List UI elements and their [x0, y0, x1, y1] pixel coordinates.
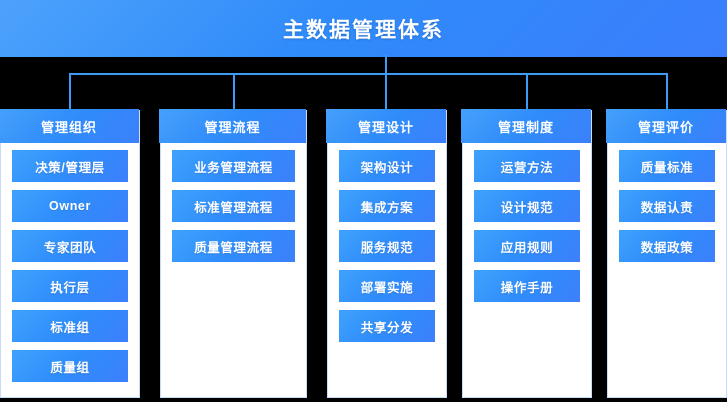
list-item[interactable]: 部署实施: [339, 270, 435, 302]
column-item-list: 决策/管理层 Owner 专家团队 执行层 标准组 质量组: [1, 144, 139, 397]
column-item-list: 业务管理流程 标准管理流程 质量管理流程: [161, 144, 306, 397]
connector-horizontal-bus: [69, 73, 668, 75]
column-title: 管理流程: [159, 109, 306, 143]
list-item[interactable]: 应用规则: [474, 230, 580, 262]
list-item[interactable]: 执行层: [12, 270, 128, 302]
column-item-list: 质量标准 数据认责 数据政策: [608, 144, 726, 397]
connector-drop-column-1: [69, 73, 71, 110]
column-item-list: 架构设计 集成方案 服务规范 部署实施 共享分发: [328, 144, 446, 397]
list-item[interactable]: 质量标准: [619, 150, 715, 182]
list-item[interactable]: 决策/管理层: [12, 150, 128, 182]
column-title: 管理评价: [606, 109, 726, 143]
column-title: 管理制度: [461, 109, 591, 143]
connector-drop-column-3: [385, 73, 387, 110]
column-title: 管理设计: [326, 109, 446, 143]
column-item-list: 运营方法 设计规范 应用规则 操作手册: [463, 144, 591, 397]
list-item[interactable]: 操作手册: [474, 270, 580, 302]
list-item[interactable]: 质量管理流程: [172, 230, 295, 262]
list-item[interactable]: 标准管理流程: [172, 190, 295, 222]
list-item[interactable]: 标准组: [12, 310, 128, 342]
connector-drop-column-4: [526, 73, 528, 110]
connector-drop-column-5: [666, 73, 668, 110]
connector-stem-vertical: [385, 55, 387, 74]
list-item[interactable]: 服务规范: [339, 230, 435, 262]
list-item[interactable]: Owner: [12, 190, 128, 222]
list-item[interactable]: 架构设计: [339, 150, 435, 182]
diagram-column-management-evaluation: 管理评价 质量标准 数据认责 数据政策: [606, 109, 727, 398]
column-title: 管理组织: [0, 109, 139, 143]
list-item[interactable]: 质量组: [12, 350, 128, 382]
list-item[interactable]: 共享分发: [339, 310, 435, 342]
list-item[interactable]: 专家团队: [12, 230, 128, 262]
connector-tree: [0, 55, 727, 115]
page-title: 主数据管理体系: [283, 18, 444, 42]
diagram-header-banner: 主数据管理体系: [0, 0, 727, 57]
connector-drop-column-2: [233, 73, 235, 110]
diagram-column-management-design: 管理设计 架构设计 集成方案 服务规范 部署实施 共享分发: [326, 109, 447, 398]
list-item[interactable]: 运营方法: [474, 150, 580, 182]
list-item[interactable]: 业务管理流程: [172, 150, 295, 182]
diagram-column-management-system: 管理制度 运营方法 设计规范 应用规则 操作手册: [461, 109, 592, 398]
list-item[interactable]: 集成方案: [339, 190, 435, 222]
list-item[interactable]: 设计规范: [474, 190, 580, 222]
list-item[interactable]: 数据政策: [619, 230, 715, 262]
diagram-column-management-process: 管理流程 业务管理流程 标准管理流程 质量管理流程: [159, 109, 307, 398]
list-item[interactable]: 数据认责: [619, 190, 715, 222]
diagram-column-management-organization: 管理组织 决策/管理层 Owner 专家团队 执行层 标准组 质量组: [0, 109, 140, 398]
